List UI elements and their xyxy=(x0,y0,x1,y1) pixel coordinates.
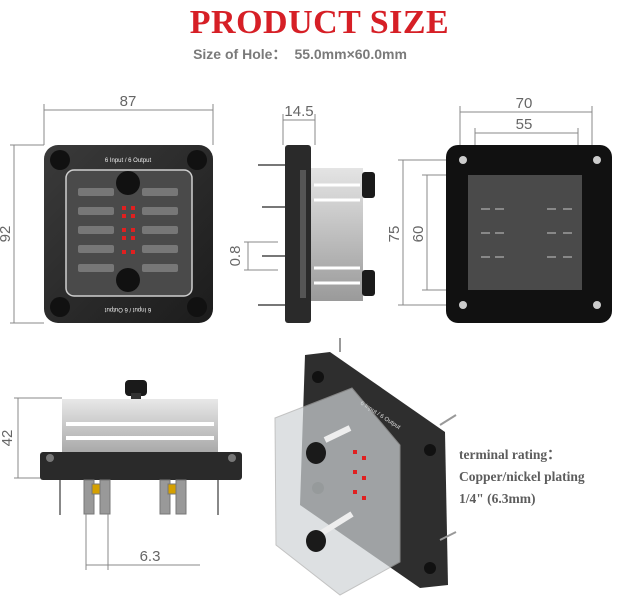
screw-icon xyxy=(50,150,70,170)
perspective-view: 6 Input / 6 Output xyxy=(274,338,457,596)
screw-icon xyxy=(50,297,70,317)
hole-size-label: Size of Hole： xyxy=(193,46,287,62)
screw-icon xyxy=(187,297,207,317)
dim-front-height: 92 xyxy=(0,226,14,243)
mounting-screws xyxy=(59,480,219,515)
dim-back-inner-width: 55 xyxy=(516,116,533,133)
knob-icon xyxy=(362,270,375,296)
dim-terminal-pitch: 6.3 xyxy=(140,548,161,565)
knob-icon xyxy=(116,171,140,195)
elevation-base xyxy=(40,452,242,480)
front-view: 87 92 6 Input / 6 Output 6 Input / 6 Out… xyxy=(0,93,214,324)
screw-icon xyxy=(459,156,601,309)
dim-side-gap: 0.8 xyxy=(227,246,244,267)
knob-icon xyxy=(116,268,140,292)
back-view: 70 55 75 60 xyxy=(386,95,612,323)
cover-ribs xyxy=(66,422,214,440)
dim-back-width: 70 xyxy=(516,95,533,112)
hole-size-value: 55.0mm×60.0mm xyxy=(294,46,407,62)
knob-icon xyxy=(306,530,326,552)
panel-label-inverted: 6 Input / 6 Output xyxy=(104,306,151,312)
dim-back-inner-height: 60 xyxy=(410,226,427,243)
hole-size-caption: Size of Hole： 55.0mm×60.0mm xyxy=(0,44,600,64)
terminal-rating-note: terminal rating： Copper/nickel plating 1… xyxy=(459,444,634,510)
knob-icon xyxy=(362,172,375,198)
side-view: 14.5 0.8 xyxy=(227,103,375,323)
side-plate xyxy=(285,145,311,323)
fuse-indicator-leds xyxy=(122,206,135,254)
dim-front-width: 87 xyxy=(120,93,137,110)
dim-cover-height: 42 xyxy=(0,430,16,447)
screw-icon xyxy=(187,150,207,170)
dim-back-height: 75 xyxy=(386,226,403,243)
mounting-screws xyxy=(339,338,457,541)
dim-side-depth: 14.5 xyxy=(284,103,313,120)
knob-icon xyxy=(125,380,147,396)
side-cover xyxy=(311,168,363,301)
knob-icon xyxy=(306,442,326,464)
fuse-indicator-leds xyxy=(353,450,366,500)
terminal-rating-label: terminal rating： xyxy=(459,447,561,462)
terminal-material: Copper/nickel plating xyxy=(459,469,585,484)
terminal-size: 1/4" (6.3mm) xyxy=(459,491,536,506)
spade-terminals xyxy=(83,479,187,515)
cover-ribs xyxy=(314,183,360,285)
fuse-slots xyxy=(78,188,178,272)
terminals xyxy=(258,164,285,306)
rear-terminal-marks xyxy=(481,208,572,258)
panel-label: 6 Input / 6 Output xyxy=(105,158,152,164)
page-title: PRODUCT SIZE xyxy=(189,4,450,41)
elevation-view: 42 6.3 xyxy=(0,380,242,570)
